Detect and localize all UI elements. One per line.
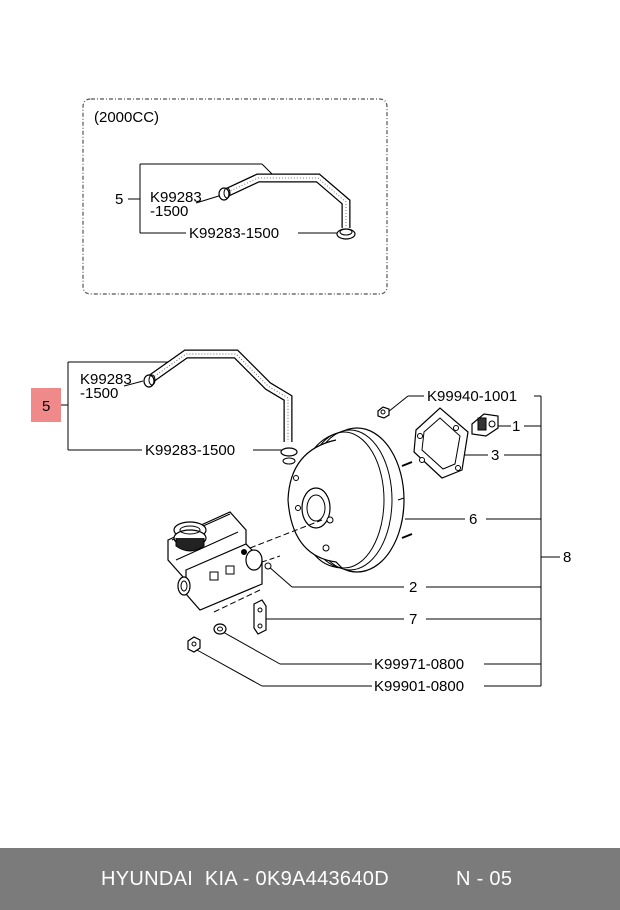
inset-part-b: K99283-1500: [189, 225, 279, 242]
inset-part-a-line1: K99283: [150, 189, 202, 206]
ref-1: 1: [512, 418, 520, 435]
ref-6: 6: [469, 511, 477, 528]
check-valve-icon: [471, 413, 499, 437]
part-d: K99971-0800: [374, 656, 464, 673]
inset-part-a-line2: -1500: [150, 203, 188, 220]
inset-ref-5: 5: [115, 191, 123, 208]
main-assembly: 5 K99283 -1500 K99283-1500 K99940-1001 1…: [42, 349, 571, 695]
nut-icon: [377, 406, 390, 419]
part-a-line2: -1500: [80, 385, 118, 402]
inset-2000cc: (2000CC) 5 K99283 -1500 K99283-1500: [82, 98, 388, 295]
part-a-line1: K99283: [80, 371, 132, 388]
ref-7: 7: [409, 611, 417, 628]
ref-8: 8: [563, 549, 571, 566]
footer-bar: HYUNDAI KIA - 0K9A443640D N - 05: [0, 848, 620, 910]
bracket-icon: [253, 599, 267, 635]
washer-icon: [213, 623, 227, 635]
brake-booster-diagram: (2000CC) 5 K99283 -1500 K99283-1500: [42, 98, 571, 695]
brake-booster-icon: [287, 427, 413, 573]
part-e: K99901-0800: [374, 678, 464, 695]
ref-2: 2: [409, 579, 417, 596]
hex-nut-icon: [187, 636, 201, 653]
part-c: K99940-1001: [427, 388, 517, 405]
gasket-icon: [413, 407, 469, 479]
footer-part-number: HYUNDAI KIA - 0K9A443640D: [101, 868, 389, 890]
ref-5-highlighted: 5: [42, 398, 50, 415]
highlight-ref-5: [31, 388, 61, 422]
part-b: K99283-1500: [145, 442, 235, 459]
ref-3: 3: [491, 447, 499, 464]
master-cylinder-icon: [167, 511, 323, 613]
inset-title: (2000CC): [94, 109, 159, 126]
footer-page: N - 05: [456, 868, 513, 890]
